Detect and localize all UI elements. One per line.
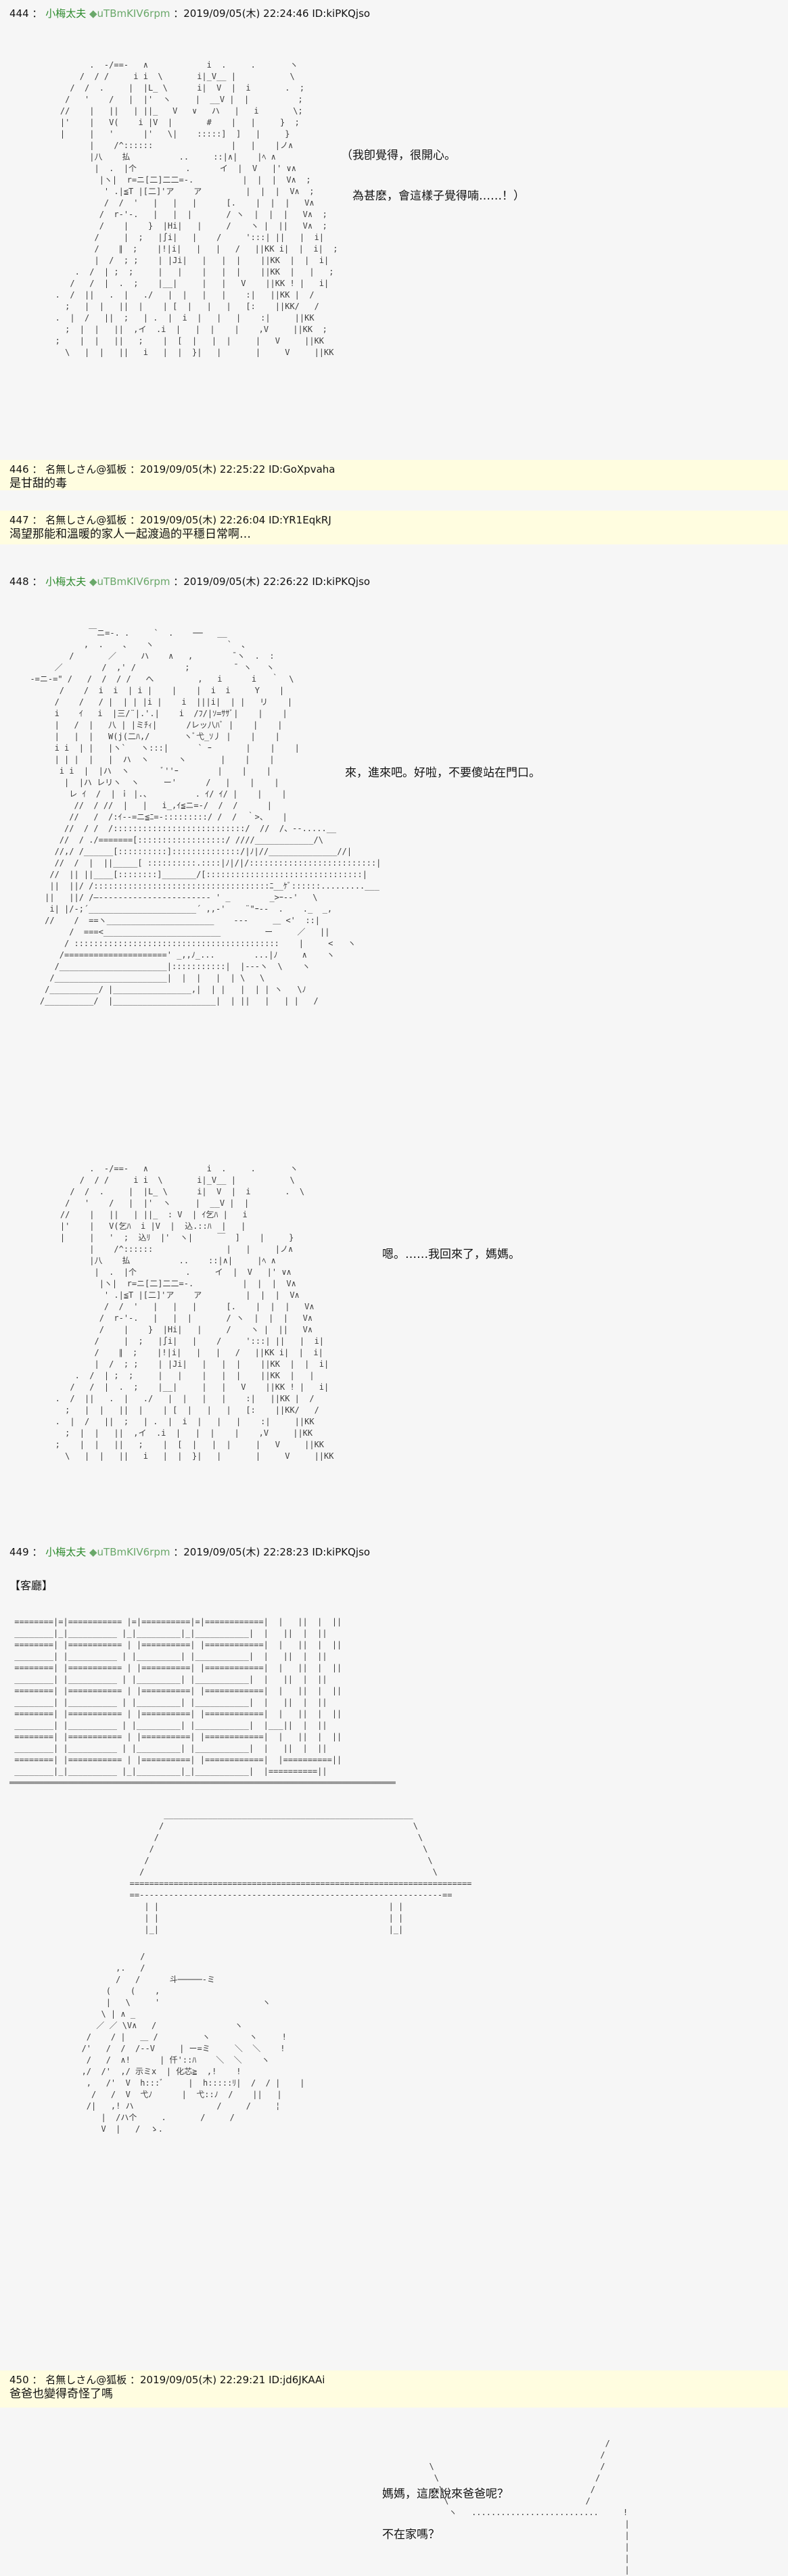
post-number: 450: [9, 2374, 29, 2386]
ascii-art-girl: . -/==- ∧ i . . ヽ / / / i i \ i|_V__ | \…: [55, 60, 338, 357]
poster-name[interactable]: 名無しさん@狐板: [45, 514, 127, 526]
speech-bubble-girl: 嗯。‥‥‥我回來了，媽媽。: [382, 1248, 521, 1261]
poster-trip: ◆uTBmKIV6rpm: [89, 7, 170, 20]
post-header: 450 ： 名無しさん@狐板 ：2019/09/05(木) 22:29:21 I…: [9, 2374, 325, 2386]
post-header: 448 ： 小梅太夫 ◆uTBmKIV6rpm ：2019/09/05(木) 2…: [9, 576, 371, 588]
post-450: 450 ： 名無しさん@狐板 ：2019/09/05(木) 22:29:21 I…: [0, 2370, 788, 2408]
speech-bubble: 媽媽，這麽說來爸爸呢？ 不在家嗎？: [382, 2487, 509, 2542]
post-number: 446: [9, 463, 29, 475]
post-448: 448 ： 小梅太夫 ◆uTBmKIV6rpm ：2019/09/05(木) 2…: [0, 575, 788, 1508]
post-number: 444: [9, 7, 29, 20]
ascii-art-girl-sitting: / ,. / / / 斗─────-ミ ( ( , | \ ' ヽ \ | ∧ …: [81, 1952, 630, 2575]
post-header: 446 ： 名無しさん@狐板 ：2019/09/05(木) 22:25:22 I…: [9, 463, 335, 475]
poster-name[interactable]: 名無しさん@狐板: [45, 2374, 127, 2386]
post-header: 444 ： 小梅太夫 ◆uTBmKIV6rpm ：2019/09/05(木) 2…: [9, 7, 371, 20]
post-date: 2019/09/05(木) 22:28:23: [183, 1546, 309, 1558]
post-449: 449 ： 小梅太夫 ◆uTBmKIV6rpm ：2019/09/05(木) 2…: [0, 1545, 788, 2575]
post-date: 2019/09/05(木) 22:25:22: [139, 463, 266, 475]
ascii-art-girl: . -/==- ∧ i . . ヽ / / / i i \ i|_V__ | \…: [55, 1164, 334, 1461]
post-header: 447 ： 名無しさん@狐板 ：2019/09/05(木) 22:26:04 I…: [9, 514, 331, 526]
post-444: 444 ： 小梅太夫 ◆uTBmKIV6rpm ：2019/09/05(木) 2…: [0, 7, 788, 453]
post-id[interactable]: ID:kiPKQjso: [312, 1546, 371, 1558]
post-body: 爸爸也變得奇怪了嗎: [9, 2387, 113, 2401]
poster-name[interactable]: 小梅太夫: [45, 576, 87, 588]
ascii-art-mother: ￣ニ=-. . ` . ── __ , . 、 ヽ ` ､ / ／ ハ ∧ , …: [30, 628, 381, 1006]
post-id[interactable]: ID:kiPKQjso: [312, 7, 371, 20]
post-number: 448: [9, 576, 29, 588]
ascii-art-table: ________________________________________…: [129, 1810, 472, 1934]
scene-label: 【客廳】: [9, 1579, 53, 1592]
post-447: 447 ： 名無しさん@狐板 ：2019/09/05(木) 22:26:04 I…: [0, 511, 788, 544]
post-body: 是甘甜的毒: [9, 477, 67, 490]
poster-name[interactable]: 小梅太夫: [45, 7, 87, 20]
poster-trip: ◆uTBmKIV6rpm: [89, 1546, 170, 1558]
post-date: 2019/09/05(木) 22:29:21: [139, 2374, 266, 2386]
poster-name[interactable]: 名無しさん@狐板: [45, 463, 127, 475]
post-number: 449: [9, 1546, 29, 1558]
post-header: 449 ： 小梅太夫 ◆uTBmKIV6rpm ：2019/09/05(木) 2…: [9, 1546, 371, 1558]
speech-bubble-mother: 來，進來吧。好啦，不要傻站在門口。: [345, 766, 540, 780]
post-number: 447: [9, 514, 29, 526]
post-id[interactable]: ID:GoXpvaha: [269, 463, 335, 475]
post-id[interactable]: ID:jd6JKAAi: [269, 2374, 325, 2386]
post-body: 渴望那能和溫暖的家人一起渡過的平穩日常啊…: [9, 528, 251, 541]
post-446: 446 ： 名無しさん@狐板 ：2019/09/05(木) 22:25:22 I…: [0, 460, 788, 490]
post-id[interactable]: ID:kiPKQjso: [312, 576, 371, 588]
post-date: 2019/09/05(木) 22:26:04: [139, 514, 266, 526]
post-id[interactable]: ID:YR1EqkRJ: [269, 514, 331, 526]
poster-trip: ◆uTBmKIV6rpm: [89, 576, 170, 588]
poster-name[interactable]: 小梅太夫: [45, 1546, 87, 1558]
ascii-art-shelves: ========|=|=========== |=|==========|=|=…: [9, 1617, 396, 1787]
post-date: 2019/09/05(木) 22:26:22: [183, 576, 309, 588]
speech-bubble: （我卽覺得，很開心。 為甚麽，會這樣子覺得喃‥‥‥！）: [341, 149, 526, 203]
post-date: 2019/09/05(木) 22:24:46: [183, 7, 309, 20]
